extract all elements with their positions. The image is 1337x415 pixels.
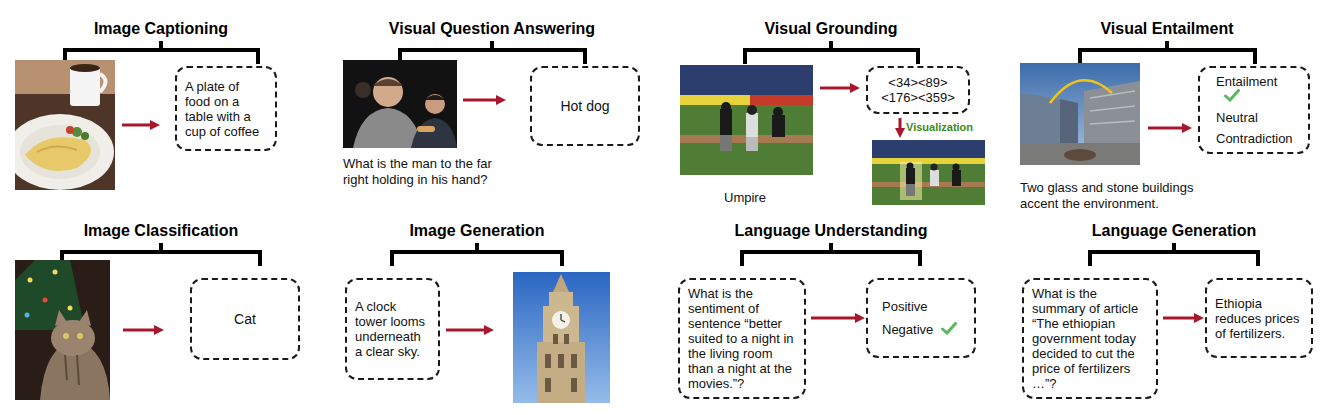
box-text: Hot dog: [560, 98, 609, 115]
red-arrow: [811, 317, 861, 320]
dashed-box: EntailmentNeutralContradiction: [1198, 66, 1310, 154]
dashed-box: PositiveNegative: [866, 278, 976, 358]
dashed-box: <34><89> <176><359>: [866, 66, 970, 114]
people-photo: [343, 60, 457, 148]
red-arrow: [1163, 317, 1200, 320]
dashed-box: What is the summary of article “The ethi…: [1022, 278, 1158, 399]
dashed-box: A plate of food on a table with a cup of…: [175, 66, 277, 151]
check-mark: [1224, 89, 1240, 102]
dashed-box: A clock tower looms underneath a clear s…: [345, 278, 440, 380]
box-text: Positive: [882, 299, 966, 314]
box-text: Ethiopia reduces prices of fertilizers.: [1215, 296, 1303, 341]
bracket: [62, 41, 1258, 266]
visualization-note: Visualization: [906, 121, 996, 133]
dashed-box: Cat: [190, 278, 300, 360]
hypothesis-caption: Two glass and stone buildings accent the…: [1020, 180, 1200, 212]
box-text: Negative: [882, 322, 966, 337]
box-text: <34><89> <176><359>: [876, 75, 960, 105]
dashed-box: What is the sentiment of sentence “bette…: [678, 278, 806, 399]
clock-tower-photo: [513, 272, 610, 403]
panel-title: Visual Question Answering: [342, 20, 642, 38]
panel-title: Visual Entailment: [1017, 20, 1317, 38]
panel-title: Image Classification: [11, 222, 311, 240]
panel-title: Language Generation: [1024, 222, 1324, 240]
panel-title: Visual Grounding: [681, 20, 981, 38]
grounding-visualization: [872, 140, 985, 205]
box-text: Neutral: [1216, 110, 1300, 125]
grounding-query: Umpire: [724, 190, 804, 206]
panel-title: Image Captioning: [11, 20, 311, 38]
check-mark: [941, 322, 957, 335]
panel-title: Image Generation: [327, 222, 627, 240]
dashed-box: Hot dog: [530, 66, 640, 146]
box-text: What is the summary of article “The ethi…: [1032, 286, 1148, 391]
box-text: A plate of food on a table with a cup of…: [185, 79, 267, 139]
question-caption: What is the man to the far right holding…: [343, 156, 503, 188]
panel-title: Language Understanding: [681, 222, 981, 240]
box-text: A clock tower looms underneath a clear s…: [355, 299, 430, 359]
box-text: What is the sentiment of sentence “bette…: [688, 286, 796, 391]
cat-photo: [15, 260, 110, 400]
box-text: Entailment: [1216, 74, 1300, 104]
baseball-photo: [680, 65, 813, 175]
dashed-box: Ethiopia reduces prices of fertilizers.: [1205, 278, 1313, 358]
check-mark: [1226, 91, 1239, 101]
box-text: Cat: [234, 311, 256, 328]
food-photo: [6, 60, 115, 190]
check-mark: [943, 324, 956, 334]
buildings-photo: [1020, 63, 1140, 165]
box-text: Contradiction: [1216, 131, 1300, 146]
